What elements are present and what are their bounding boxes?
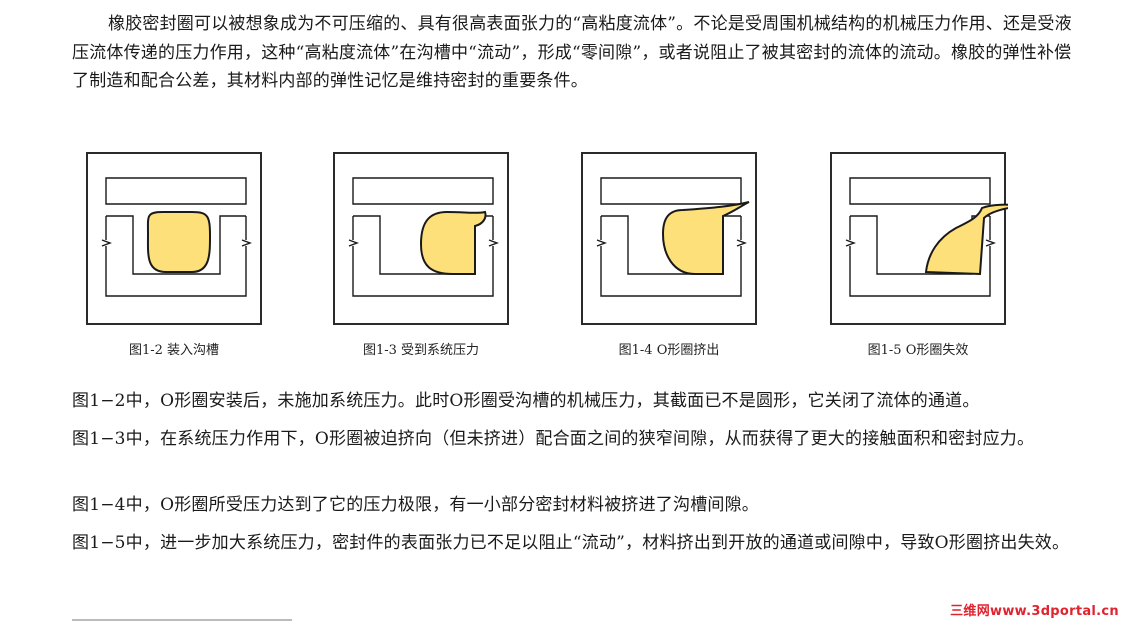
o-ring-seal (924, 203, 1008, 276)
o-ring-seal (661, 201, 750, 275)
figure-1-4-drawing (596, 177, 750, 297)
upper-plate (352, 177, 494, 205)
paragraph-figure-1-5: 图1−5中，进一步加大系统压力，密封件的表面张力已不足以阻止“流动”，材料挤出到… (72, 533, 1070, 553)
upper-plate (849, 177, 991, 205)
watermark-text: 三维网www.3dportal.cn (950, 604, 1119, 619)
figure-1-2 (86, 152, 262, 325)
paragraph-figure-1-3: 图1−3中，在系统压力作用下，O形圈被迫挤向（但未挤进）配合面之间的狭窄间隙，从… (72, 429, 1035, 449)
figure-1-3-drawing (348, 177, 499, 297)
figure-1-2-caption: 图1-2 装入沟槽 (128, 343, 220, 358)
paragraph-figure-1-2: 图1−2中，O形圈安装后，未施加系统压力。此时O形圈受沟槽的机械压力，其截面已不… (72, 391, 980, 411)
gland-outline (105, 215, 247, 297)
upper-plate (105, 177, 247, 205)
footer-rule (72, 619, 292, 621)
figure-1-2-drawing (101, 177, 252, 297)
figure-1-3 (333, 152, 509, 325)
figure-1-4-caption: 图1-4 O形圈挤出 (618, 343, 720, 358)
gland-outline (849, 215, 991, 297)
o-ring-seal (146, 211, 212, 273)
paragraph-figure-1-4: 图1−4中，O形圈所受压力达到了它的压力极限，有一小部分密封材料被挤进了沟槽间隙… (72, 495, 760, 515)
figure-1-5-drawing (845, 177, 1008, 297)
figure-1-5-caption: 图1-5 O形圈失效 (867, 343, 969, 358)
figure-1-5 (830, 152, 1008, 325)
figure-1-4 (581, 152, 757, 325)
figure-1-3-caption: 图1-3 受到系统压力 (362, 343, 480, 358)
gland-outline (600, 215, 742, 297)
intro-paragraph: 橡胶密封圈可以被想象成为不可压缩的、具有很高表面张力的“高粘度流体”。不论是受周… (72, 14, 1072, 91)
gland-outline (352, 215, 494, 297)
o-ring-seal (419, 210, 487, 275)
upper-plate (600, 177, 742, 205)
